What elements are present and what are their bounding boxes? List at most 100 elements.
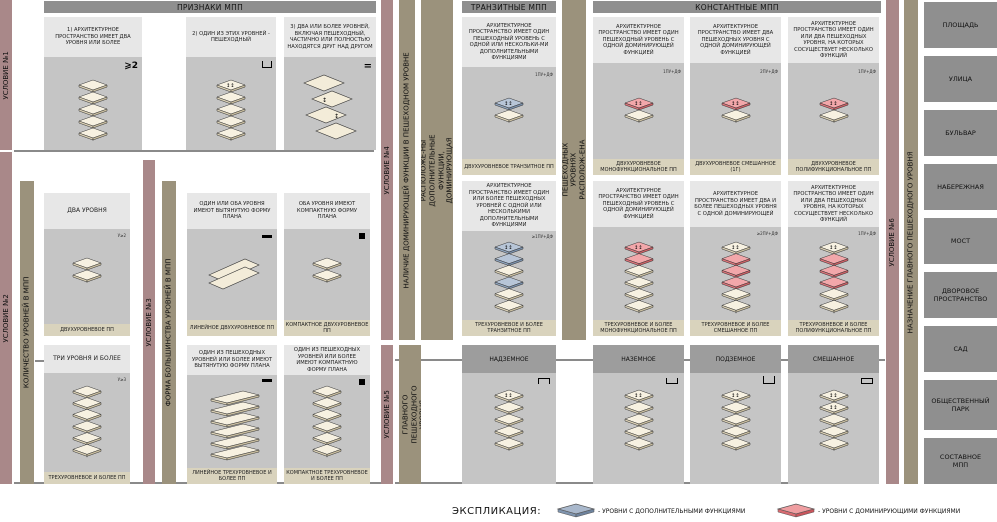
stack-icon xyxy=(72,257,102,283)
location-card-3: ПОДЗЕМНОЕ ↕↕ xyxy=(690,345,781,484)
stair-stack-icon: ↕↕ xyxy=(303,74,357,140)
purpose-item: УЛИЦА xyxy=(924,56,997,102)
form-card-1: ОДИН ИЛИ ОБА УРОВНЯ ИМЕЮТ ВЫТЯНУТУЮ ФОРМ… xyxy=(187,193,277,336)
condition-1: УСЛОВИЕ №1 xyxy=(0,0,12,150)
sign-card-2: 2) ОДИН ИЗ ЭТИХ УРОВНЕЙ - ПЕШЕХОДНЫЙ ↕↕ xyxy=(186,17,276,150)
stack-icon: ↕↕ xyxy=(624,389,654,451)
svg-text:↕↕: ↕↕ xyxy=(634,245,642,251)
svg-text:↕↕: ↕↕ xyxy=(504,101,512,107)
svg-text:↕↕: ↕↕ xyxy=(634,101,642,107)
stack-icon: ↕↕ ↕↕ xyxy=(819,389,849,451)
linear-stack-icon xyxy=(208,258,260,290)
legend-dominant-swatch xyxy=(776,503,816,518)
header-transit: ТРАНЗИТНЫЕ МПП xyxy=(462,1,556,13)
purpose-item: ПЛОЩАДЬ xyxy=(924,2,997,48)
pedestrian-mark xyxy=(262,61,272,68)
axis-level-count: КОЛИЧЕСТВО УРОВНЕЙ В МПП xyxy=(20,181,34,484)
svg-text:↕↕: ↕↕ xyxy=(731,101,739,107)
svg-text:↕↕: ↕↕ xyxy=(829,101,837,107)
stack-icon xyxy=(72,385,102,458)
linear-mark xyxy=(262,235,272,238)
constant-card-1: АРХИТЕКТУРНОЕ ПРОСТРАНСТВО ИМЕЕТ ОДИН ПЕ… xyxy=(593,17,684,175)
stack-icon: ↕↕ xyxy=(721,241,751,314)
connector xyxy=(14,150,374,152)
linear-mark xyxy=(262,379,272,382)
condition-4: УСЛОВИЕ №4 xyxy=(381,0,393,340)
header-constant: КОНСТАНТНЫЕ МПП xyxy=(593,1,881,13)
svg-text:↕↕: ↕↕ xyxy=(829,245,837,251)
svg-text:↕↕: ↕↕ xyxy=(226,83,234,89)
purpose-item: БУЛЬВАР xyxy=(924,110,997,156)
axis-location: РАСПОЛОЖЕНИЕ ГЛАВНОГО ПЕШЕХОДНОГО УРОВНЯ xyxy=(399,345,421,484)
legend-extra-label: - УРОВНИ С ДОПОЛНИТЕЛЬНЫМИ ФУНКЦИЯМИ xyxy=(598,508,746,515)
condition-6: УСЛОВИЕ №6 xyxy=(886,0,899,484)
location-card-4: СМЕШАННОЕ ↕↕↕↕ xyxy=(788,345,879,484)
ge2-mark: ⩾2 xyxy=(124,61,138,71)
constant-card-5: АРХИТЕКТУРНОЕ ПРОСТРАНСТВО ИМЕЕТ ДВА И Б… xyxy=(690,181,781,336)
purpose-item: МОСТ xyxy=(924,218,997,264)
svg-text:↕↕: ↕↕ xyxy=(504,245,512,251)
axis-purpose: НАЗНАЧЕНИЕ ГЛАВНОГО ПЕШЕХОДНОГО УРОВНЯ xyxy=(904,0,918,484)
form-card-2: ОБА УРОВНЯ ИМЕЮТ КОМПАКТНУЮ ФОРМУ ПЛАНА … xyxy=(284,193,370,336)
constant-card-4: АРХИТЕКТУРНОЕ ПРОСТРАНСТВО ИМЕЕТ ОДИН ПЕ… xyxy=(593,181,684,336)
svg-text:↕↕: ↕↕ xyxy=(829,405,837,411)
legend-dominant-label: - УРОВНИ С ДОМИНИРУЮЩИМИ ФУНКЦИЯМИ xyxy=(818,508,961,515)
svg-text:↕: ↕ xyxy=(322,97,327,104)
above-ground-mark xyxy=(538,378,550,384)
purpose-item: ДВОРОВОЕ ПРОСТРАНСТВО xyxy=(924,272,997,318)
compact-mark xyxy=(359,233,365,239)
condition-5: УСЛОВИЕ №5 xyxy=(381,345,393,484)
location-card-2: НАЗЕМНОЕ ↕↕ xyxy=(593,345,684,484)
stack-icon: ↕↕ xyxy=(624,241,654,314)
purpose-item: ОБЩЕСТВЕННЫЙ ПАРК xyxy=(924,380,997,430)
svg-text:↕↕: ↕↕ xyxy=(829,393,837,399)
stack-icon: ↕↕ xyxy=(216,79,246,141)
svg-text:↕↕: ↕↕ xyxy=(634,393,642,399)
connector xyxy=(35,360,45,362)
constant-card-3: АРХИТЕКТУРНОЕ ПРОСТРАНСТВО ИМЕЕТ ОДИН ИЛ… xyxy=(788,17,879,175)
stack-icon: ↕↕ xyxy=(494,97,524,123)
axis-form: ФОРМА БОЛЬШИНСТВА УРОВНЕЙ В МПП xyxy=(162,181,176,484)
purpose-item: СОСТАВНОЕ МПП xyxy=(924,438,997,484)
constant-card-6: АРХИТЕКТУРНОЕ ПРОСТРАНСТВО ИМЕЕТ ОДИН ИЛ… xyxy=(788,181,879,336)
transit-card-1: АРХИТЕКТУРНОЕ ПРОСТРАНСТВО ИМЕЕТ ОДИН ПЕ… xyxy=(462,17,556,175)
stack-icon xyxy=(78,79,108,141)
linear-stack-icon xyxy=(210,390,260,461)
transit-card-2: АРХИТЕКТУРНОЕ ПРОСТРАНСТВО ИМЕЕТ ОДИН ИЛ… xyxy=(462,181,556,336)
level-card-three: ТРИ УРОВНЯ И БОЛЕЕ У≥3 ТРЕХУРОВНЕВОЕ И Б… xyxy=(44,345,130,484)
stack-icon xyxy=(312,257,342,283)
stack-icon: ↕↕ xyxy=(624,97,654,123)
svg-text:↕: ↕ xyxy=(334,113,339,120)
stack-icon: ↕↕ xyxy=(819,241,849,314)
form-card-3: ОДИН ИЗ ПЕШЕХОДНЫХ УРОВНЕЙ ИЛИ БОЛЕЕ ИМЕ… xyxy=(187,345,277,484)
axis-constant: НА ОДНОМ ИЛИ НЕСКОЛЬКИХ ПЕШЕХОДНЫХ УРОВН… xyxy=(562,0,586,340)
header-signs: ПРИЗНАКИ МПП xyxy=(44,1,376,13)
level-card-two: ДВА УРОВНЯ У≥2 ДВУХУРОВНЕВОЕ ПП xyxy=(44,193,130,336)
overlap-mark: = xyxy=(363,61,372,72)
form-card-4: ОДИН ИЗ ПЕШЕХОДНЫХ УРОВНЕЙ ИЛИ БОЛЕЕ ИМЕ… xyxy=(284,345,370,484)
purpose-item: НАБЕРЕЖНАЯ xyxy=(924,164,997,210)
stack-icon: ↕↕ xyxy=(721,389,751,451)
stack-icon: ↕↕ xyxy=(494,241,524,314)
sign-card-3: 3) ДВА ИЛИ БОЛЕЕ УРОВНЕЙ, ВКЛЮЧАЯ ПЕШЕХО… xyxy=(284,17,376,150)
legend-title: ЭКСПЛИКАЦИЯ: xyxy=(452,506,542,517)
stack-icon: ↕↕ xyxy=(819,97,849,123)
condition-3: УСЛОВИЕ №3 xyxy=(143,160,155,484)
svg-text:↕↕: ↕↕ xyxy=(504,393,512,399)
mixed-mark xyxy=(861,378,873,384)
axis-dominant: НАЛИЧИЕ ДОМИНИРУЮЩЕЙ ФУНКЦИИ В ПЕШЕХОДНО… xyxy=(399,0,415,340)
underground-mark xyxy=(763,376,775,384)
stack-icon: ↕↕ xyxy=(494,389,524,451)
condition-2: УСЛОВИЕ №2 xyxy=(0,152,12,484)
axis-transit: НА ОДНОМ ИЛИ НЕСКОЛЬКИХ ПЕШЕХОДНЫХ УРОВН… xyxy=(421,0,453,340)
stack-icon: ↕↕ xyxy=(721,97,751,123)
ground-mark xyxy=(666,378,678,384)
sign-card-1: 1) АРХИТЕКТУРНОЕ ПРОСТРАНСТВО ИМЕЕТ ДВА … xyxy=(44,17,142,150)
svg-text:↕↕: ↕↕ xyxy=(731,393,739,399)
constant-card-2: АРХИТЕКТУРНОЕ ПРОСТРАНСТВО ИМЕЕТ ДВА ПЕШ… xyxy=(690,17,781,175)
svg-text:↕↕: ↕↕ xyxy=(731,245,739,251)
location-card-1: НАДЗЕМНОЕ ↕↕ xyxy=(462,345,556,484)
compact-mark xyxy=(359,379,365,385)
purpose-item: САД xyxy=(924,326,997,372)
legend-extra-swatch xyxy=(556,503,596,518)
